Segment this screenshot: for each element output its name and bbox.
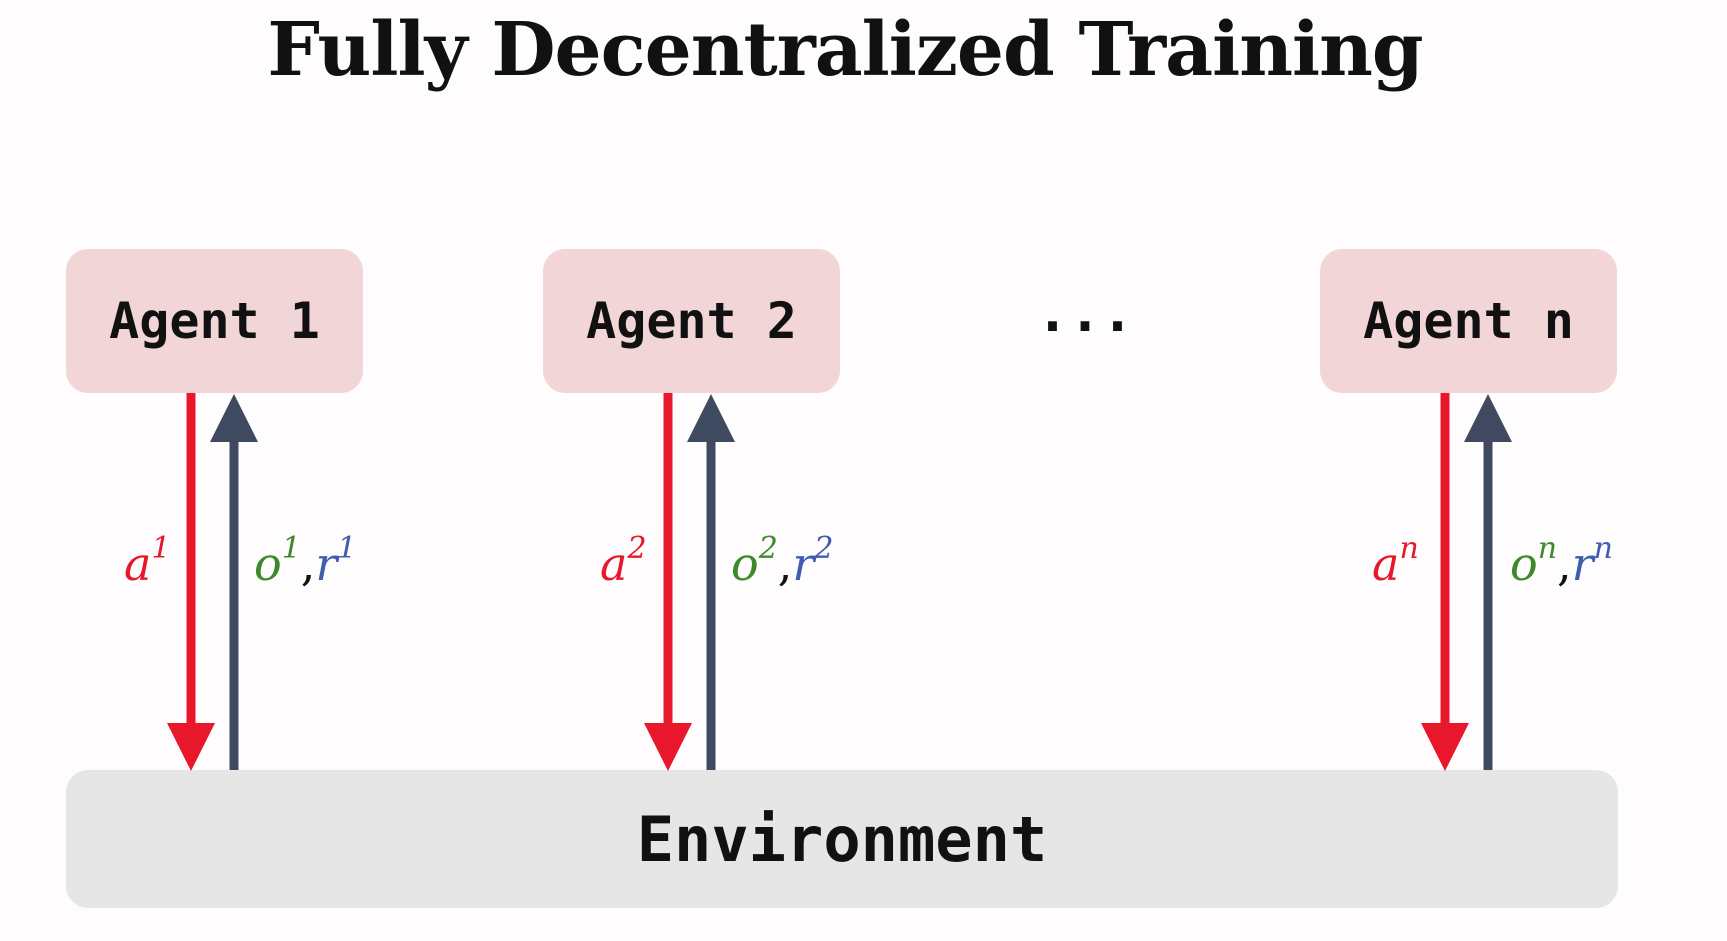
observation-superscript: n (1537, 531, 1558, 566)
reward-symbol: r (315, 537, 338, 591)
label-separator: , (300, 537, 316, 591)
agent-2-observation-reward-label: o2,r2 (731, 534, 834, 592)
agent-n-action-arrow (1421, 393, 1469, 771)
agent-1-observation-reward-label: o1,r1 (254, 534, 357, 592)
observation-superscript: 1 (281, 531, 301, 566)
agent-1-observation-arrow (210, 394, 258, 770)
label-separator: , (1557, 537, 1572, 591)
agent-1-action-label: a1 (124, 534, 171, 592)
action-superscript: n (1399, 531, 1419, 566)
observation-symbol: o (731, 537, 759, 591)
reward-superscript: 1 (337, 531, 357, 566)
agent-n-observation-reward-label: on,rn (1510, 534, 1613, 592)
diagram-title: Fully Decentralized Training (267, 7, 1423, 93)
observation-symbol: o (1510, 537, 1538, 591)
agent-1-box: Agent 1 (66, 249, 363, 393)
reward-symbol: r (1571, 537, 1594, 591)
label-separator: , (777, 537, 793, 591)
agent-n-box: Agent n (1320, 249, 1617, 393)
action-symbol: a (124, 537, 152, 591)
action-symbol: a (600, 537, 628, 591)
agent-2-action-label: a2 (600, 534, 647, 592)
agent-2-action-arrow (644, 393, 692, 771)
action-symbol: a (1372, 537, 1400, 591)
agent-n-observation-arrow (1464, 394, 1512, 770)
action-superscript: 1 (151, 531, 171, 566)
agent-2-box: Agent 2 (543, 249, 840, 393)
reward-superscript: 2 (814, 531, 834, 566)
agent-n-action-label: an (1372, 534, 1419, 592)
reward-symbol: r (792, 537, 815, 591)
agent-1-action-arrow (167, 393, 215, 771)
agents-ellipsis: ... (1036, 281, 1134, 344)
action-superscript: 2 (627, 531, 647, 566)
environment-box: Environment (66, 770, 1618, 908)
observation-symbol: o (254, 537, 282, 591)
agent-2-observation-arrow (687, 394, 735, 770)
observation-superscript: 2 (758, 531, 778, 566)
reward-superscript: n (1593, 531, 1613, 566)
